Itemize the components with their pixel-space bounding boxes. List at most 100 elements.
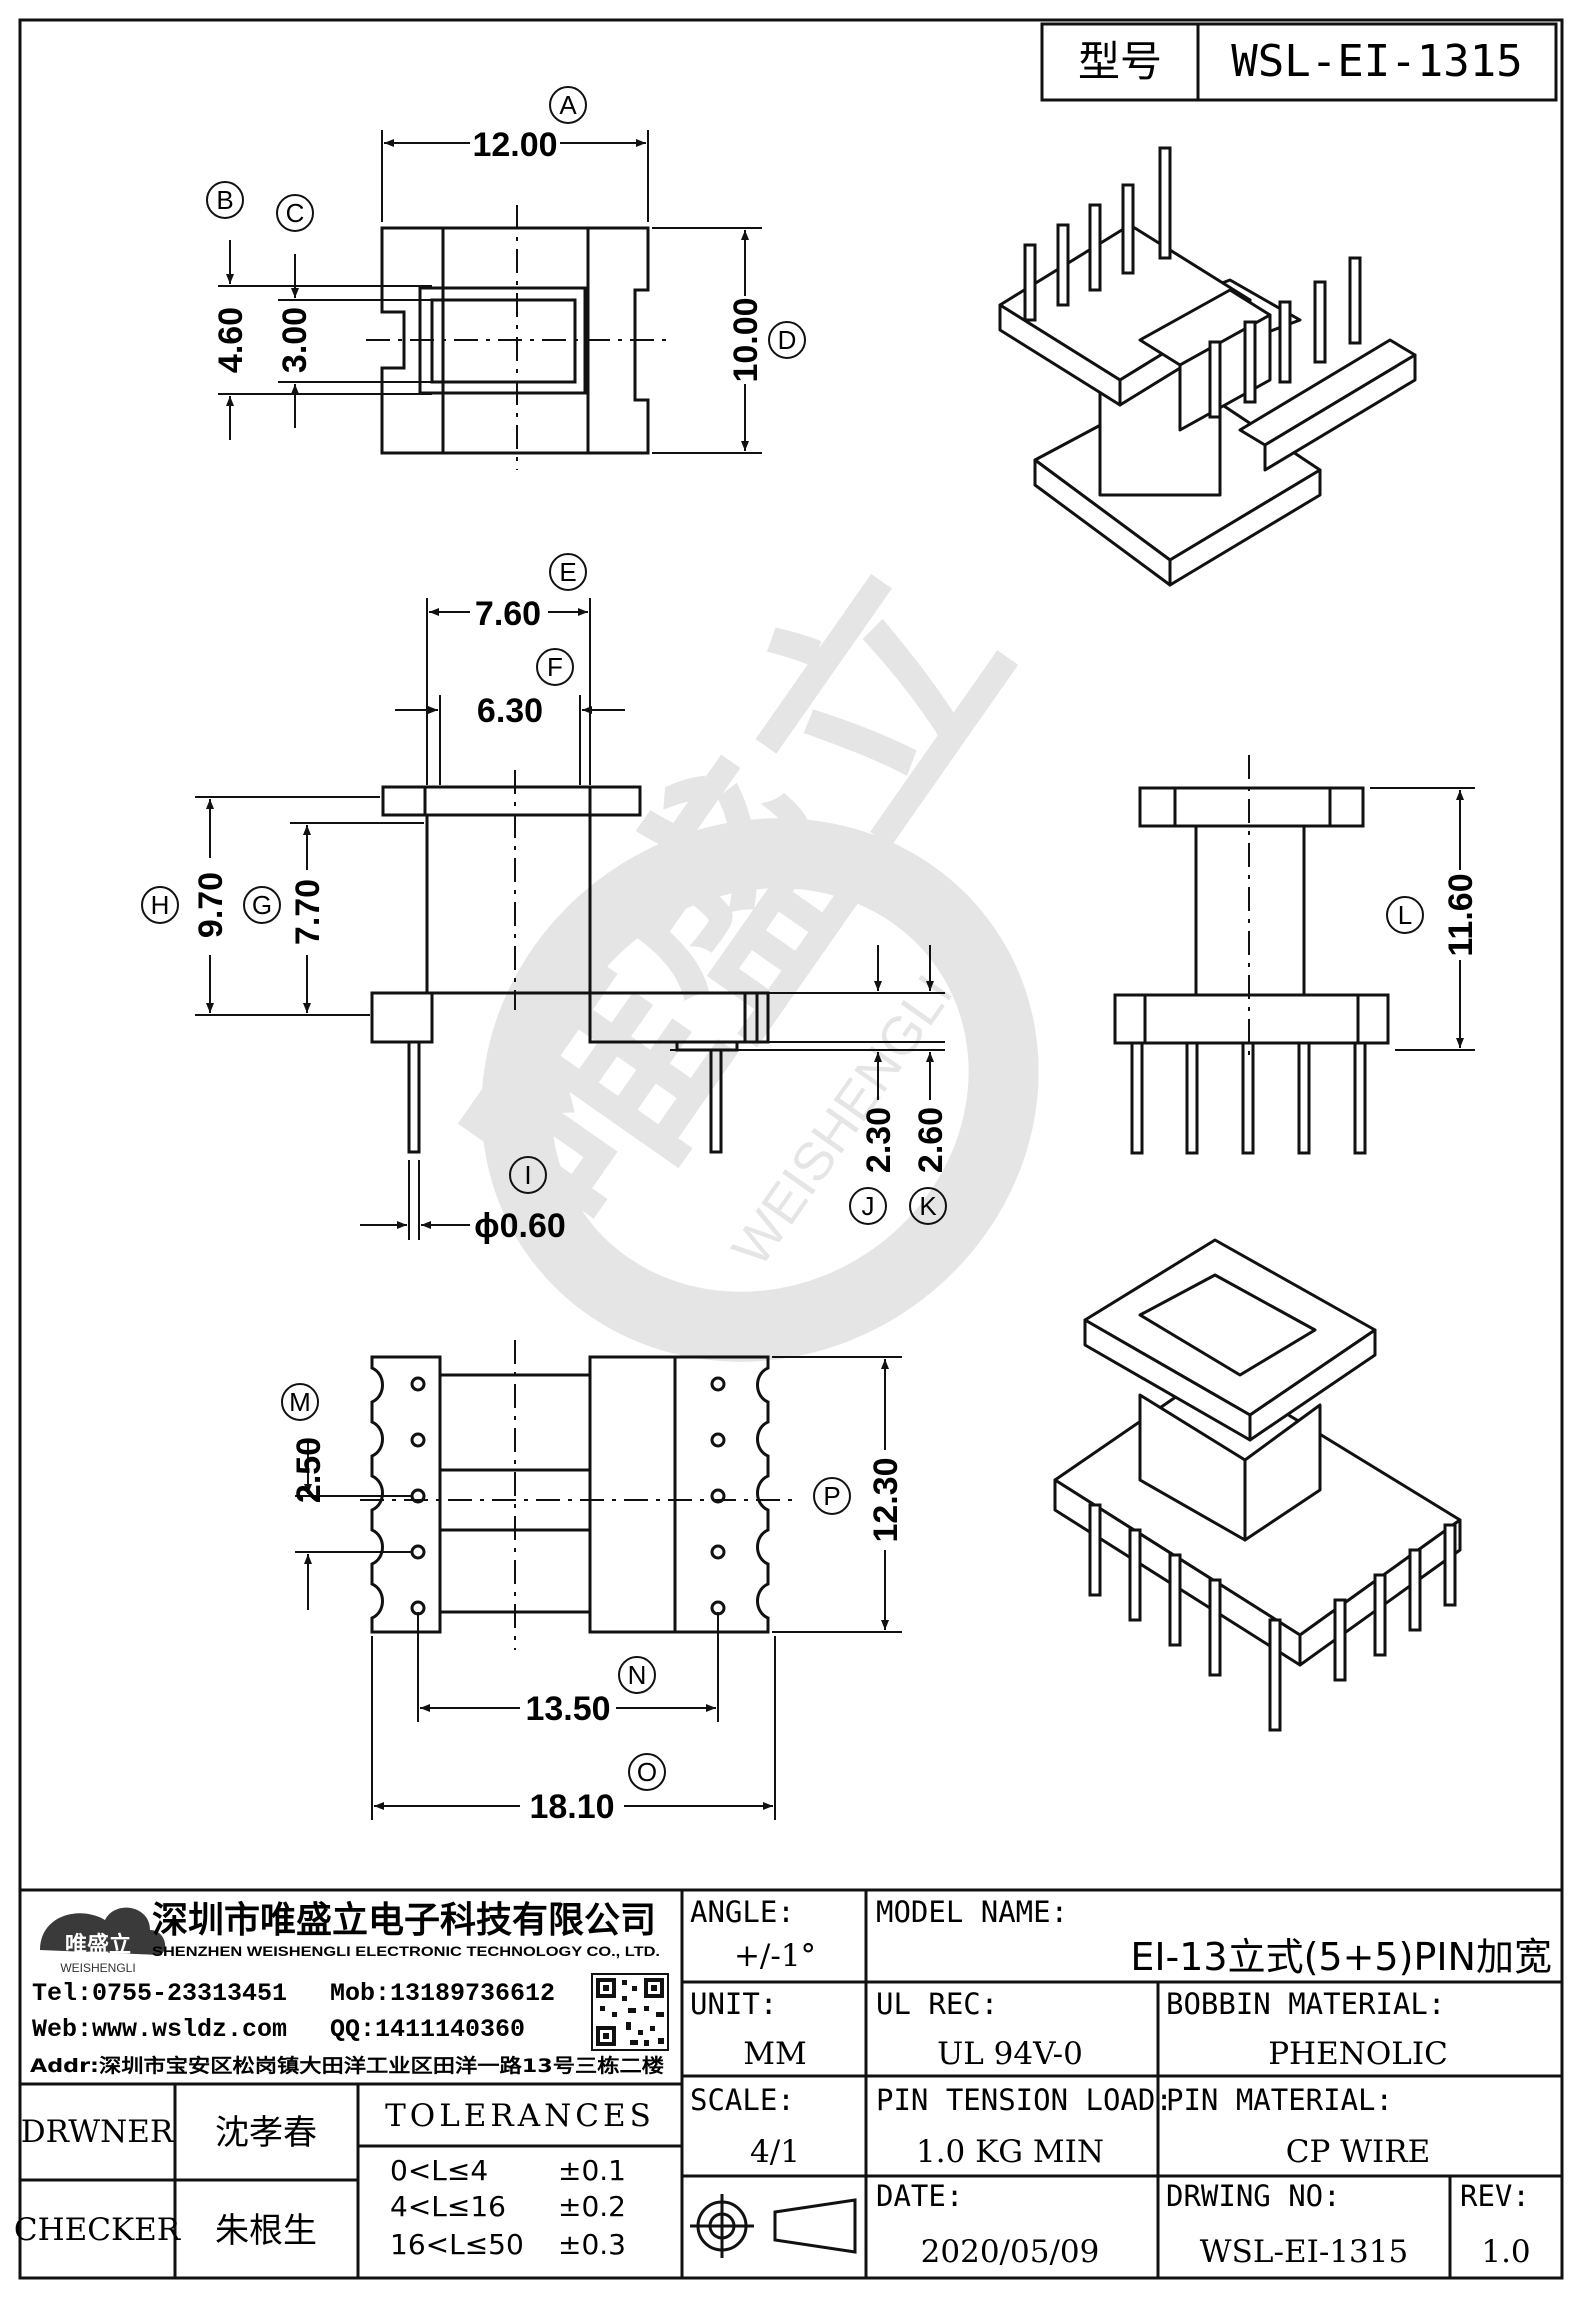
svg-text:O: O [637, 1757, 657, 1787]
svg-text:C: C [286, 198, 305, 228]
drawing-no-value: WSL-EI-1315 [1200, 2234, 1408, 2270]
pin-material-value: CP WIRE [1286, 2134, 1431, 2170]
company-addr: Addr:深圳市宝安区松岗镇大田洋工业区田洋一路13号三栋二楼 [30, 2054, 664, 2077]
dim-J-K [670, 945, 945, 1100]
drawer-value: 沈孝春 [215, 2113, 317, 2153]
isometric-pins-bottom [1088, 1503, 1457, 1732]
callout-L: L [1386, 896, 1424, 934]
callout-K: K [909, 1187, 947, 1225]
bottom-view [360, 1340, 800, 1650]
pin-tension-value: 1.0 KG MIN [916, 2134, 1104, 2170]
company-logo-text: 唯盛立 [65, 1932, 131, 1958]
svg-text:E: E [559, 557, 576, 587]
bottom-pin-holes [410, 1376, 726, 1616]
svg-text:F: F [547, 652, 563, 682]
company-qq: QQ:1411140360 [330, 2015, 525, 2044]
dim-L [1370, 787, 1475, 1051]
unit-value: MM [743, 2036, 806, 2072]
rev-label: REV: [1460, 2179, 1530, 2213]
scale-value: 4/1 [750, 2134, 800, 2170]
svg-text:G: G [252, 890, 272, 920]
dim-H-G [195, 796, 424, 1016]
company-tel: Tel:0755-23313451 [32, 1979, 287, 2008]
dim-K-value: 2.60 [912, 1107, 950, 1173]
svg-text:A: A [559, 90, 577, 120]
dim-G-value: 7.70 [289, 879, 327, 945]
drawing-no-label: DRWING NO: [1166, 2179, 1341, 2213]
dim-L-value: 11.60 [1442, 873, 1480, 956]
svg-text:N: N [628, 1660, 647, 1690]
checker-value: 朱根生 [215, 2211, 317, 2251]
tol-row-1-tol: ±0.1 [558, 2154, 626, 2187]
svg-text:P: P [823, 1481, 840, 1511]
model-header-label: 型号 [1078, 37, 1162, 86]
qr-code [591, 1973, 669, 2051]
model-header-box: 型号 WSL-EI-1315 [1040, 22, 1558, 102]
bobbin-material-label: BOBBIN MATERIAL: [1166, 1987, 1445, 2021]
callout-D: D [768, 321, 806, 359]
drawer-label: DRWNER [21, 2114, 175, 2150]
tolerances-label: TOLERANCES [385, 2098, 655, 2134]
dim-M-value: 2.50 [290, 1437, 328, 1503]
svg-text:I: I [524, 1160, 531, 1190]
pin-material-label: PIN MATERIAL: [1166, 2083, 1393, 2117]
callout-F: F [536, 648, 574, 686]
callout-B: B [206, 181, 244, 219]
dim-D [652, 227, 762, 454]
checker-label: CHECKER [14, 2212, 182, 2248]
svg-text:L: L [1398, 900, 1412, 930]
svg-text:B: B [216, 185, 233, 215]
drawing-border [18, 18, 1564, 2280]
bobbin-material-value: PHENOLIC [1268, 2036, 1448, 2072]
svg-text:J: J [862, 1191, 875, 1221]
dim-E [426, 598, 591, 785]
isometric-view-bottom [1053, 1238, 1462, 1667]
watermark: 唯盛立 WEISHENGLI [417, 522, 1060, 1362]
tolerance-rows: 0<L≤4 ±0.1 4<L≤16 ±0.2 16<L≤50 ±0.3 [390, 2154, 626, 2261]
model-header-value: WSL-EI-1315 [1231, 36, 1522, 87]
callout-A: A [549, 86, 587, 124]
callout-N: N [618, 1656, 656, 1694]
isometric-pins-top [1023, 146, 1362, 419]
dim-D-value: 10.00 [727, 297, 765, 382]
callout-G: G [243, 886, 281, 924]
dim-A-value: 12.00 [472, 126, 557, 164]
dim-P [772, 1356, 902, 1633]
pin-tension-label: PIN TENSION LOAD: [876, 2083, 1173, 2117]
dim-J-value: 2.30 [860, 1107, 898, 1173]
dim-C-value: 3.00 [276, 307, 314, 373]
dim-O [371, 1636, 776, 1820]
company-name-en: SHENZHEN WEISHENGLI ELECTRONIC TECHNOLOG… [152, 1943, 660, 1959]
svg-text:D: D [778, 325, 797, 355]
title-block-grid [20, 1888, 1562, 2278]
dim-A [381, 130, 649, 222]
svg-text:K: K [919, 1191, 937, 1221]
tol-row-1-range: 0<L≤4 [390, 2154, 488, 2187]
ul-rec-label: UL REC: [876, 1987, 998, 2021]
tol-row-3-range: 16<L≤50 [390, 2228, 524, 2261]
date-value: 2020/05/09 [921, 2234, 1100, 2270]
dim-N [417, 1612, 719, 1722]
callout-H: H [141, 886, 179, 924]
angle-label: ANGLE: [690, 1895, 795, 1929]
callout-C: C [276, 194, 314, 232]
model-name-value: EI-13立式(5+5)PIN加宽 [1130, 1935, 1552, 1979]
company-name-cn: 深圳市唯盛立电子科技有限公司 [152, 1900, 656, 1941]
date-label: DATE: [876, 2179, 963, 2213]
dim-N-value: 13.50 [525, 1690, 610, 1728]
unit-label: UNIT: [690, 1987, 777, 2021]
dim-F-value: 6.30 [477, 692, 543, 730]
company-web: Web:www.wsldz.com [32, 2015, 287, 2044]
dim-B-value: 4.60 [212, 307, 250, 373]
dim-F [395, 695, 625, 785]
dim-B-C [218, 240, 432, 440]
angle-value: +/-1° [734, 1938, 816, 1974]
dim-O-value: 18.10 [529, 1788, 614, 1826]
dim-M [295, 1440, 412, 1610]
company-logo-sub: WEISHENGLI [60, 1961, 135, 1975]
callout-I: I [509, 1156, 547, 1194]
callout-O: O [628, 1753, 666, 1791]
isometric-view-top [998, 223, 1417, 587]
svg-text:H: H [151, 890, 170, 920]
company-logo: 唯盛立 WEISHENGLI [40, 1907, 166, 1975]
